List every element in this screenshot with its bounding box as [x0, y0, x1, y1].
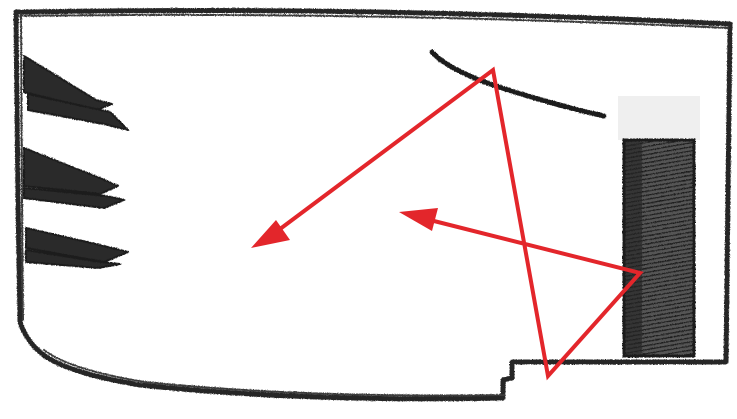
bounce-path-line	[272, 70, 640, 376]
arrowhead-center-icon	[399, 208, 438, 231]
shaded-block-haze	[618, 96, 700, 140]
shaded-block-dark-edge	[624, 140, 642, 356]
curved-stroke	[432, 52, 604, 116]
left-wall-spikes	[24, 56, 128, 268]
bounce-path-arrows	[251, 70, 640, 376]
outline-bottom-double	[44, 350, 505, 395]
shaded-block	[624, 140, 694, 356]
spike-2	[24, 148, 118, 194]
